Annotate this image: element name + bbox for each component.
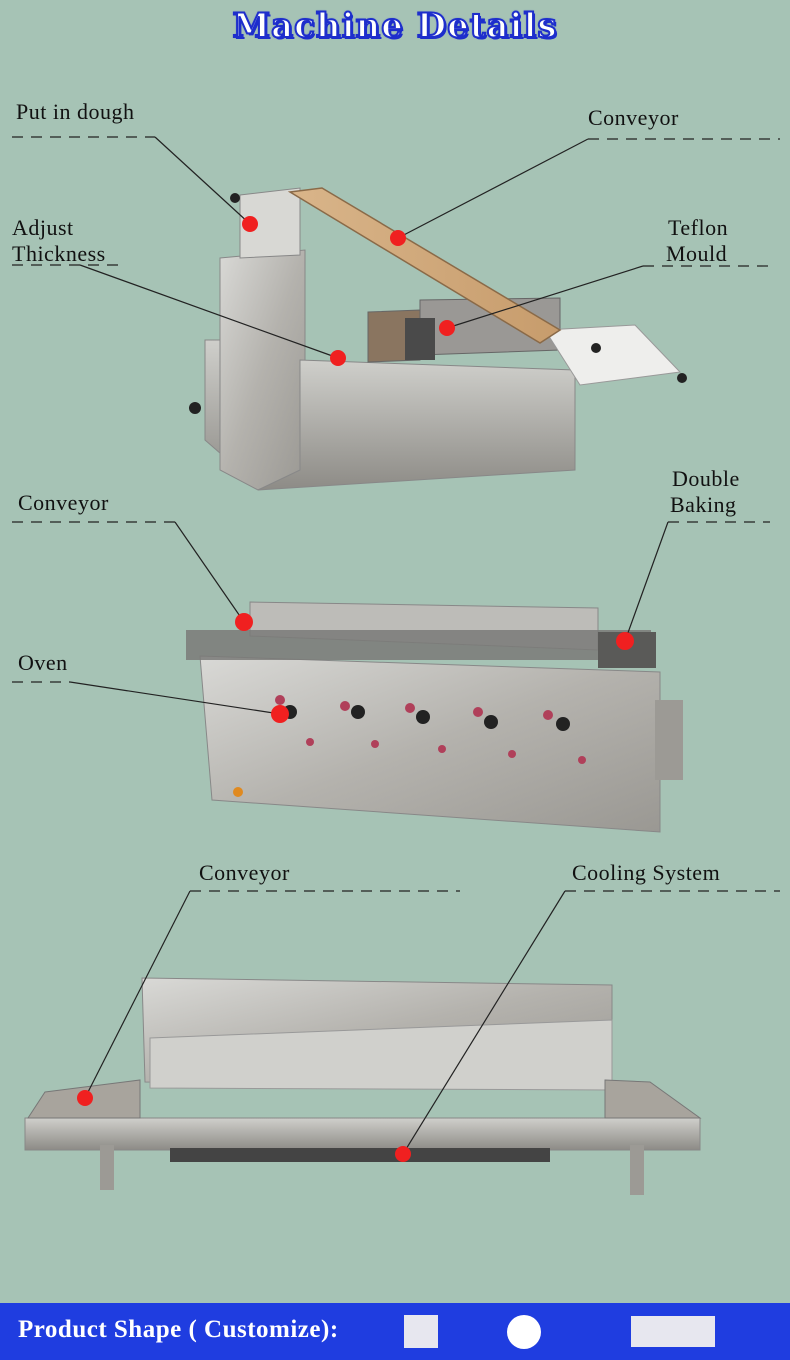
marker-conveyor-2 xyxy=(235,613,253,631)
oven-machine xyxy=(186,601,683,833)
marker-conveyor-1 xyxy=(390,230,406,246)
label-put-in-dough: Put in dough xyxy=(16,99,135,124)
label-baking: Baking xyxy=(670,492,737,517)
press-machine xyxy=(189,187,687,491)
label-oven: Oven xyxy=(18,650,68,675)
label-teflon: Teflon xyxy=(668,215,729,240)
marker-double-baking xyxy=(616,632,634,650)
label-thickness: Thickness xyxy=(12,241,106,266)
label-cooling-system: Cooling System xyxy=(572,860,721,885)
marker-oven xyxy=(271,705,289,723)
circle-shape-icon xyxy=(507,1315,541,1349)
marker-cooling-system xyxy=(395,1146,411,1162)
product-shape-bar: Product Shape ( Customize): xyxy=(0,1303,790,1360)
label-conveyor-1: Conveyor xyxy=(588,105,679,130)
product-shape-label: Product Shape ( Customize): xyxy=(18,1316,339,1343)
marker-adjust-thickness xyxy=(330,350,346,366)
page-title: Machine Details xyxy=(231,5,558,47)
label-conveyor-2: Conveyor xyxy=(18,490,109,515)
marker-conveyor-3 xyxy=(77,1090,93,1106)
cooling-machine xyxy=(24,977,702,1195)
label-conveyor-3: Conveyor xyxy=(199,860,290,885)
rectangle-shape-icon xyxy=(631,1316,715,1347)
label-adjust: Adjust xyxy=(12,215,74,240)
machine-illustration xyxy=(12,136,780,1195)
label-mould: Mould xyxy=(666,241,728,266)
marker-teflon-mould xyxy=(439,320,455,336)
label-double: Double xyxy=(672,466,740,491)
square-shape-icon xyxy=(404,1315,438,1348)
marker-put-in-dough xyxy=(242,216,258,232)
